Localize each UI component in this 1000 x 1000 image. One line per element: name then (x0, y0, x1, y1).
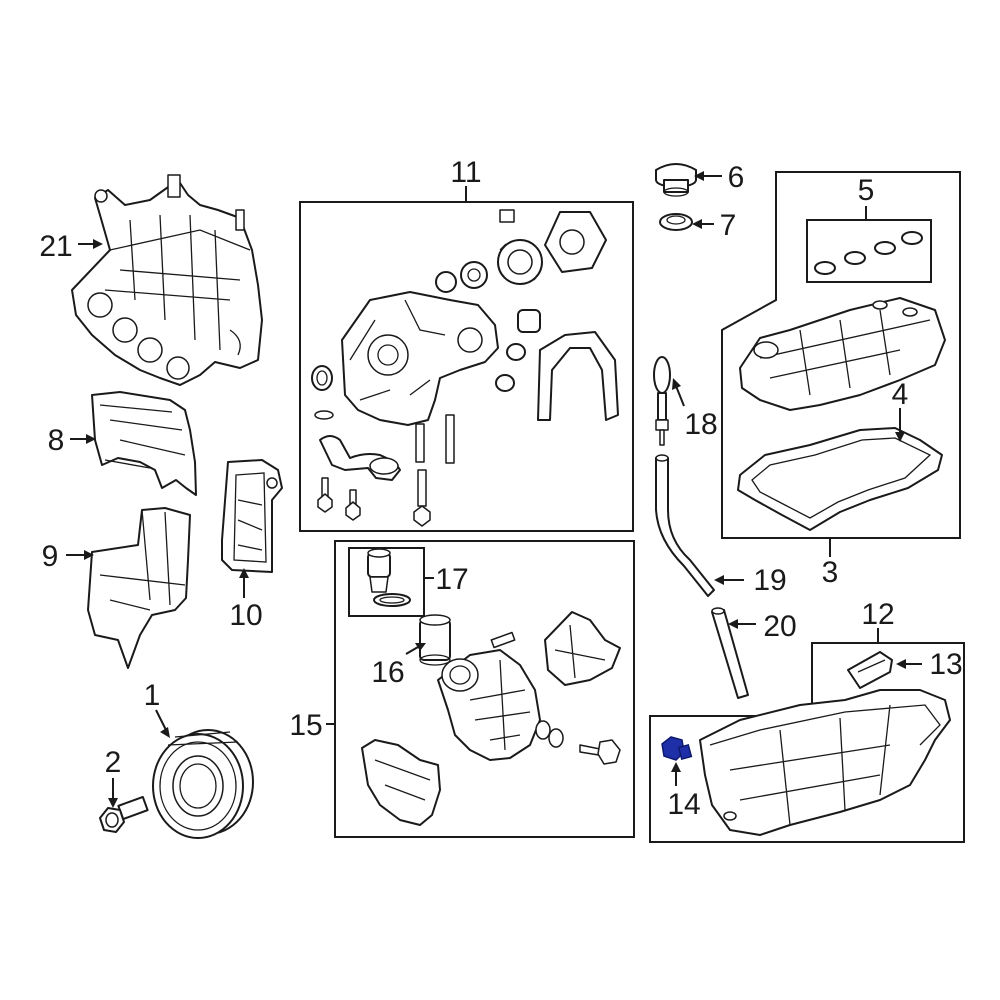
callout-5: 5 (858, 174, 875, 207)
callout-7: 7 (720, 209, 737, 242)
timing-cover-9 (87, 507, 191, 669)
seals-5 (814, 231, 923, 275)
oil-filter-16 (419, 614, 451, 666)
callout-4: 4 (892, 378, 909, 411)
callout-3: 3 (822, 556, 839, 589)
valve-cover-3 (739, 297, 946, 411)
callout-labels: 11 21 6 7 5 8 18 4 9 3 17 19 10 20 12 16… (39, 156, 962, 821)
group-box-15 (334, 540, 635, 838)
callout-2: 2 (105, 746, 122, 779)
callout-17: 17 (435, 563, 468, 596)
group-box-17 (348, 547, 425, 617)
callout-1: 1 (144, 679, 161, 712)
group-box-3 (721, 171, 961, 539)
group-box-12 (649, 642, 965, 843)
oil-pan-12 (699, 689, 951, 836)
oil-pump-assembly-11 (311, 209, 619, 527)
callout-19: 19 (753, 564, 786, 597)
dipstick-18 (653, 356, 671, 446)
callout-6: 6 (728, 161, 745, 194)
crankshaft-pulley-1 (152, 729, 254, 839)
callout-18: 18 (684, 408, 717, 441)
callout-16: 16 (371, 656, 404, 689)
oil-filter-cap-17 (367, 548, 411, 607)
valve-cover-gasket-4 (737, 427, 943, 531)
callout-8: 8 (48, 424, 65, 457)
tube-20 (711, 607, 749, 699)
cover-10 (221, 459, 283, 573)
group-box-5 (806, 219, 932, 283)
seal-ring-7 (659, 213, 693, 231)
callout-14: 14 (667, 788, 700, 821)
dipstick-tube-19 (655, 454, 715, 597)
timing-cover-8 (91, 391, 197, 496)
drain-plug-14 (661, 736, 693, 761)
callout-13: 13 (929, 648, 962, 681)
intake-manifold-21 (71, 174, 263, 386)
bolt-2 (99, 795, 149, 833)
leader-lines (66, 171, 922, 808)
oil-filter-housing-15 (361, 611, 621, 826)
oil-filler-cap-6 (655, 163, 697, 197)
callout-21: 21 (39, 230, 72, 263)
callout-12: 12 (861, 598, 894, 631)
callout-9: 9 (42, 540, 59, 573)
callout-20: 20 (763, 610, 796, 643)
callout-10: 10 (229, 599, 262, 632)
callout-15: 15 (289, 709, 322, 742)
callout-11: 11 (450, 156, 481, 189)
baffle-13 (847, 651, 893, 689)
